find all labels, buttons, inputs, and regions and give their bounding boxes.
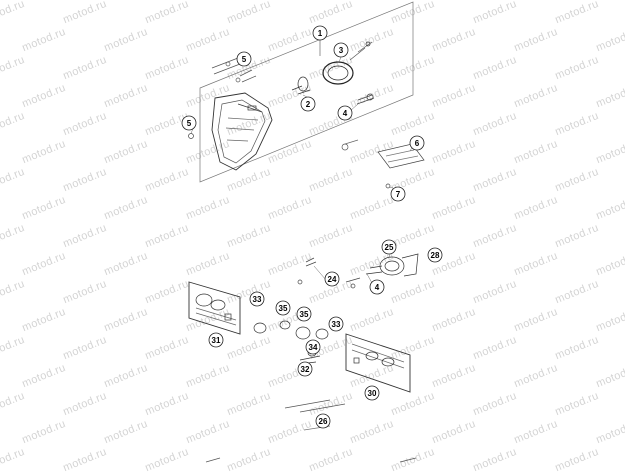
connector-part-4 (356, 93, 375, 105)
indicator-part-25-28 (365, 253, 419, 277)
callout-25: 25 (381, 239, 397, 255)
screw-5-lower (188, 133, 194, 139)
callout-24: 24 (324, 271, 340, 287)
headlight-mask-drawing (211, 92, 273, 171)
svg-text:3: 3 (339, 46, 344, 55)
callout-32: 32 (297, 361, 313, 377)
callout-26: 26 (315, 413, 331, 429)
callout-35-right: 35 (296, 306, 312, 322)
svg-text:26: 26 (319, 417, 328, 426)
svg-text:4: 4 (343, 109, 348, 118)
tail-lamp-panel-part-30 (345, 333, 411, 393)
callout-1: 1 (312, 25, 328, 41)
headlight-bulb-part-3 (322, 41, 373, 85)
svg-text:2: 2 (306, 100, 311, 109)
callout-7: 7 (390, 186, 406, 202)
callout-35-left: 35 (275, 300, 291, 316)
callout-30: 30 (364, 385, 380, 401)
svg-text:25: 25 (385, 243, 394, 252)
callout-4-upper: 4 (337, 105, 353, 121)
svg-text:6: 6 (415, 139, 420, 148)
svg-text:7: 7 (396, 190, 401, 199)
svg-text:1: 1 (318, 29, 323, 38)
callout-5-upper: 5 (236, 51, 252, 67)
svg-text:5: 5 (187, 119, 192, 128)
svg-text:35: 35 (279, 304, 288, 313)
svg-text:33: 33 (253, 295, 262, 304)
license-plate-holder-part-31 (188, 281, 241, 335)
bulb-holder-part-2 (291, 76, 311, 95)
svg-text:32: 32 (301, 365, 310, 374)
svg-text:4: 4 (375, 283, 380, 292)
svg-text:33: 33 (332, 320, 341, 329)
svg-text:30: 30 (368, 389, 377, 398)
wire-harness-part-26 (205, 399, 417, 463)
svg-text:28: 28 (431, 251, 440, 260)
clip-part-24 (297, 257, 361, 289)
callout-6: 6 (409, 135, 425, 151)
callout-3: 3 (333, 42, 349, 58)
svg-text:35: 35 (300, 310, 309, 319)
svg-text:5: 5 (242, 55, 247, 64)
callout-28: 28 (427, 247, 443, 263)
bolt-part-7 (385, 183, 391, 189)
svg-text:31: 31 (212, 336, 221, 345)
svg-text:24: 24 (328, 275, 337, 284)
callout-33-right: 33 (328, 316, 344, 332)
reflector-part-6 (377, 143, 425, 169)
callout-2: 2 (300, 96, 316, 112)
svg-text:34: 34 (309, 343, 318, 352)
callout-layer: 1 2 3 4 5 5 6 7 25 28 24 4 33 35 35 33 3… (181, 25, 443, 429)
callout-4-lower: 4 (369, 279, 385, 295)
assembly-frame-upper (199, 1, 414, 183)
callout-34: 34 (305, 339, 321, 355)
leader-lines (190, 35, 414, 284)
callout-31: 31 (208, 332, 224, 348)
screw-set-5 (211, 57, 257, 83)
callout-5-lower: 5 (181, 115, 197, 131)
callout-33-left: 33 (249, 291, 265, 307)
